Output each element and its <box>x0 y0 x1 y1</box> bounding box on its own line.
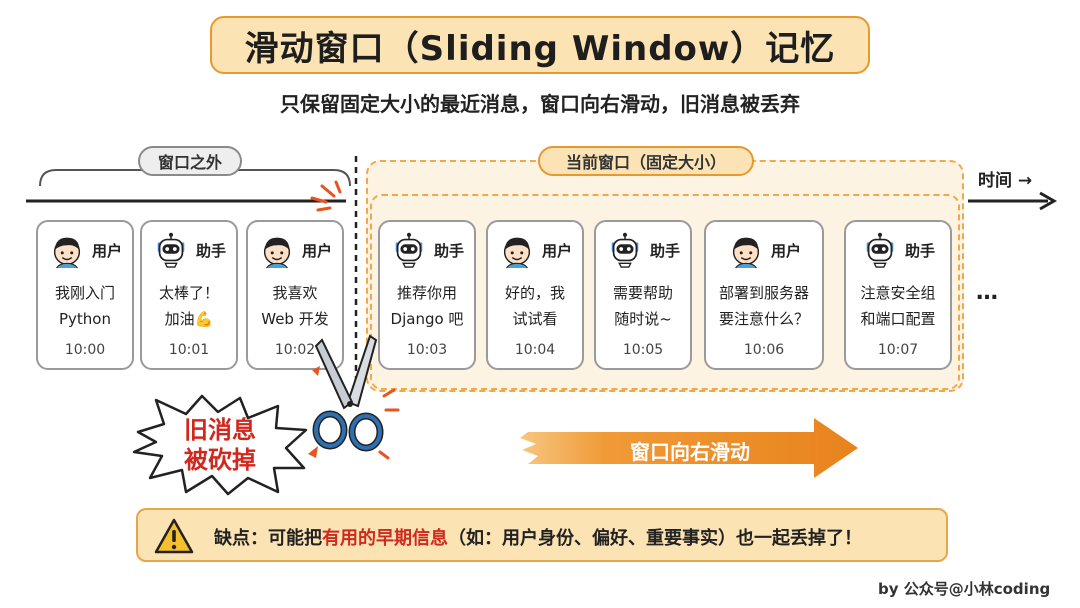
slide-right-arrow <box>520 418 858 478</box>
user-avatar-icon <box>727 231 765 269</box>
message-card-6: 助手 需要帮助 随时说~ 10:05 <box>594 220 692 370</box>
time-axis-label: 时间 → <box>978 171 1033 191</box>
page-subtitle: 只保留固定大小的最近消息，窗口向右滑动，旧消息被丢弃 <box>280 92 800 116</box>
card-message: 好的，我 试试看 <box>504 284 565 328</box>
more-messages-ellipsis: … <box>976 280 1000 305</box>
message-card-8: 助手 注意安全组 和端口配置 10:07 <box>844 220 952 370</box>
message-card-3: 用户 我喜欢 Web 开发 10:02 <box>246 220 344 370</box>
message-card-1: 用户 我刚入门 Python 10:00 <box>36 220 134 370</box>
card-message: 我刚入门 Python <box>54 284 115 328</box>
warning-suffix: （如：用户身份、偏好、重要事实）也一起丢掉了！ <box>448 528 862 549</box>
message-card-5: 用户 好的，我 试试看 10:04 <box>486 220 584 370</box>
card-role: 用户 <box>541 241 572 260</box>
robot-icon <box>152 231 190 269</box>
card-message: 部署到服务器 要注意什么？ <box>718 284 809 328</box>
warning-icon <box>154 518 194 554</box>
card-role: 助手 <box>433 241 464 260</box>
card-role: 用户 <box>91 241 122 260</box>
card-timestamp: 10:02 <box>274 342 316 358</box>
robot-icon <box>390 231 428 269</box>
slide-label: 窗口向右滑动 <box>630 440 750 464</box>
card-message: 推荐你用 Django 吧 <box>390 284 464 328</box>
current-window-inner <box>370 194 960 390</box>
card-role: 助手 <box>649 241 680 260</box>
warning-highlight: 有用的早期信息 <box>322 528 448 549</box>
warning-text: 缺点：可能把有用的早期信息（如：用户身份、偏好、重要事实）也一起丢掉了！ <box>214 524 862 550</box>
card-timestamp: 10:04 <box>514 342 556 358</box>
warning-prefix: 缺点：可能把 <box>214 528 322 549</box>
card-role: 助手 <box>195 241 226 260</box>
card-message: 太棒了！ 加油💪 <box>158 284 219 328</box>
card-timestamp: 10:03 <box>406 342 448 358</box>
timeline-arrowhead <box>1039 191 1058 211</box>
card-timestamp: 10:07 <box>877 342 919 358</box>
card-message: 需要帮助 随时说~ <box>612 284 673 328</box>
card-role: 助手 <box>904 241 935 260</box>
card-message: 我喜欢 Web 开发 <box>261 284 329 328</box>
robot-icon <box>606 231 644 269</box>
card-message: 注意安全组 和端口配置 <box>860 284 936 328</box>
card-role: 用户 <box>770 241 801 260</box>
spark-marks <box>310 180 342 212</box>
card-timestamp: 10:06 <box>743 342 785 358</box>
outside-window-label: 窗口之外 <box>138 146 242 176</box>
user-avatar-icon <box>258 231 296 269</box>
warning-box: 缺点：可能把有用的早期信息（如：用户身份、偏好、重要事实）也一起丢掉了！ <box>136 508 948 562</box>
message-card-2: 助手 太棒了！ 加油💪 10:01 <box>140 220 238 370</box>
card-timestamp: 10:00 <box>64 342 106 358</box>
current-window-label: 当前窗口（固定大小） <box>538 146 754 176</box>
user-avatar-icon <box>498 231 536 269</box>
discard-label: 旧消息 被砍掉 <box>184 416 256 474</box>
user-avatar-icon <box>48 231 86 269</box>
byline: by 公众号@小林coding <box>878 580 1051 598</box>
scissors-icon <box>308 334 400 460</box>
card-timestamp: 10:05 <box>622 342 664 358</box>
discard-starburst <box>132 394 308 496</box>
card-timestamp: 10:01 <box>168 342 210 358</box>
robot-icon <box>861 231 899 269</box>
message-card-7: 用户 部署到服务器 要注意什么？ 10:06 <box>704 220 824 370</box>
page-title: 滑动窗口（Sliding Window）记忆 <box>210 16 870 74</box>
message-card-4: 助手 推荐你用 Django 吧 10:03 <box>378 220 476 370</box>
card-role: 用户 <box>301 241 332 260</box>
